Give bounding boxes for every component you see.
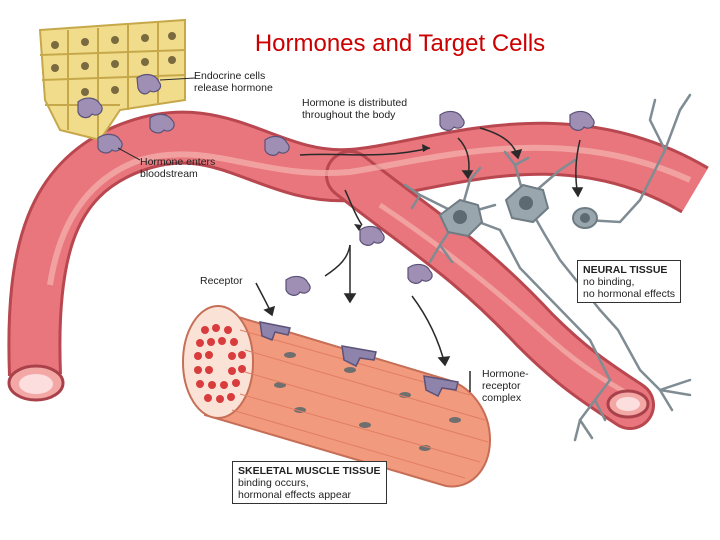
leader-lines bbox=[117, 77, 196, 161]
label-endocrine: Endocrine cells release hormone bbox=[194, 70, 273, 94]
binding-arrows bbox=[255, 244, 471, 392]
label-enters-bloodstream: Hormone enters bloodstream bbox=[140, 156, 216, 180]
muscle-tissue-heading: SKELETAL MUSCLE TISSUE bbox=[238, 465, 381, 477]
endocrine-cells bbox=[38, 18, 186, 142]
neural-tissue-box: NEURAL TISSUE no binding, no hormonal ef… bbox=[577, 260, 682, 303]
neural-tissue-heading: NEURAL TISSUE bbox=[583, 264, 668, 276]
page-title: Hormones and Target Cells bbox=[254, 30, 546, 57]
muscle-tissue-box: SKELETAL MUSCLE TISSUE binding occurs, h… bbox=[232, 461, 387, 504]
label-distributed: Hormone is distributed throughout the bo… bbox=[302, 97, 408, 121]
hormone-molecules bbox=[77, 73, 595, 296]
skeletal-muscle bbox=[182, 305, 492, 488]
label-receptor: Receptor bbox=[200, 275, 243, 287]
label-hormone-receptor-complex: Hormone- receptor complex bbox=[482, 368, 529, 404]
blood-vessel bbox=[7, 110, 709, 430]
